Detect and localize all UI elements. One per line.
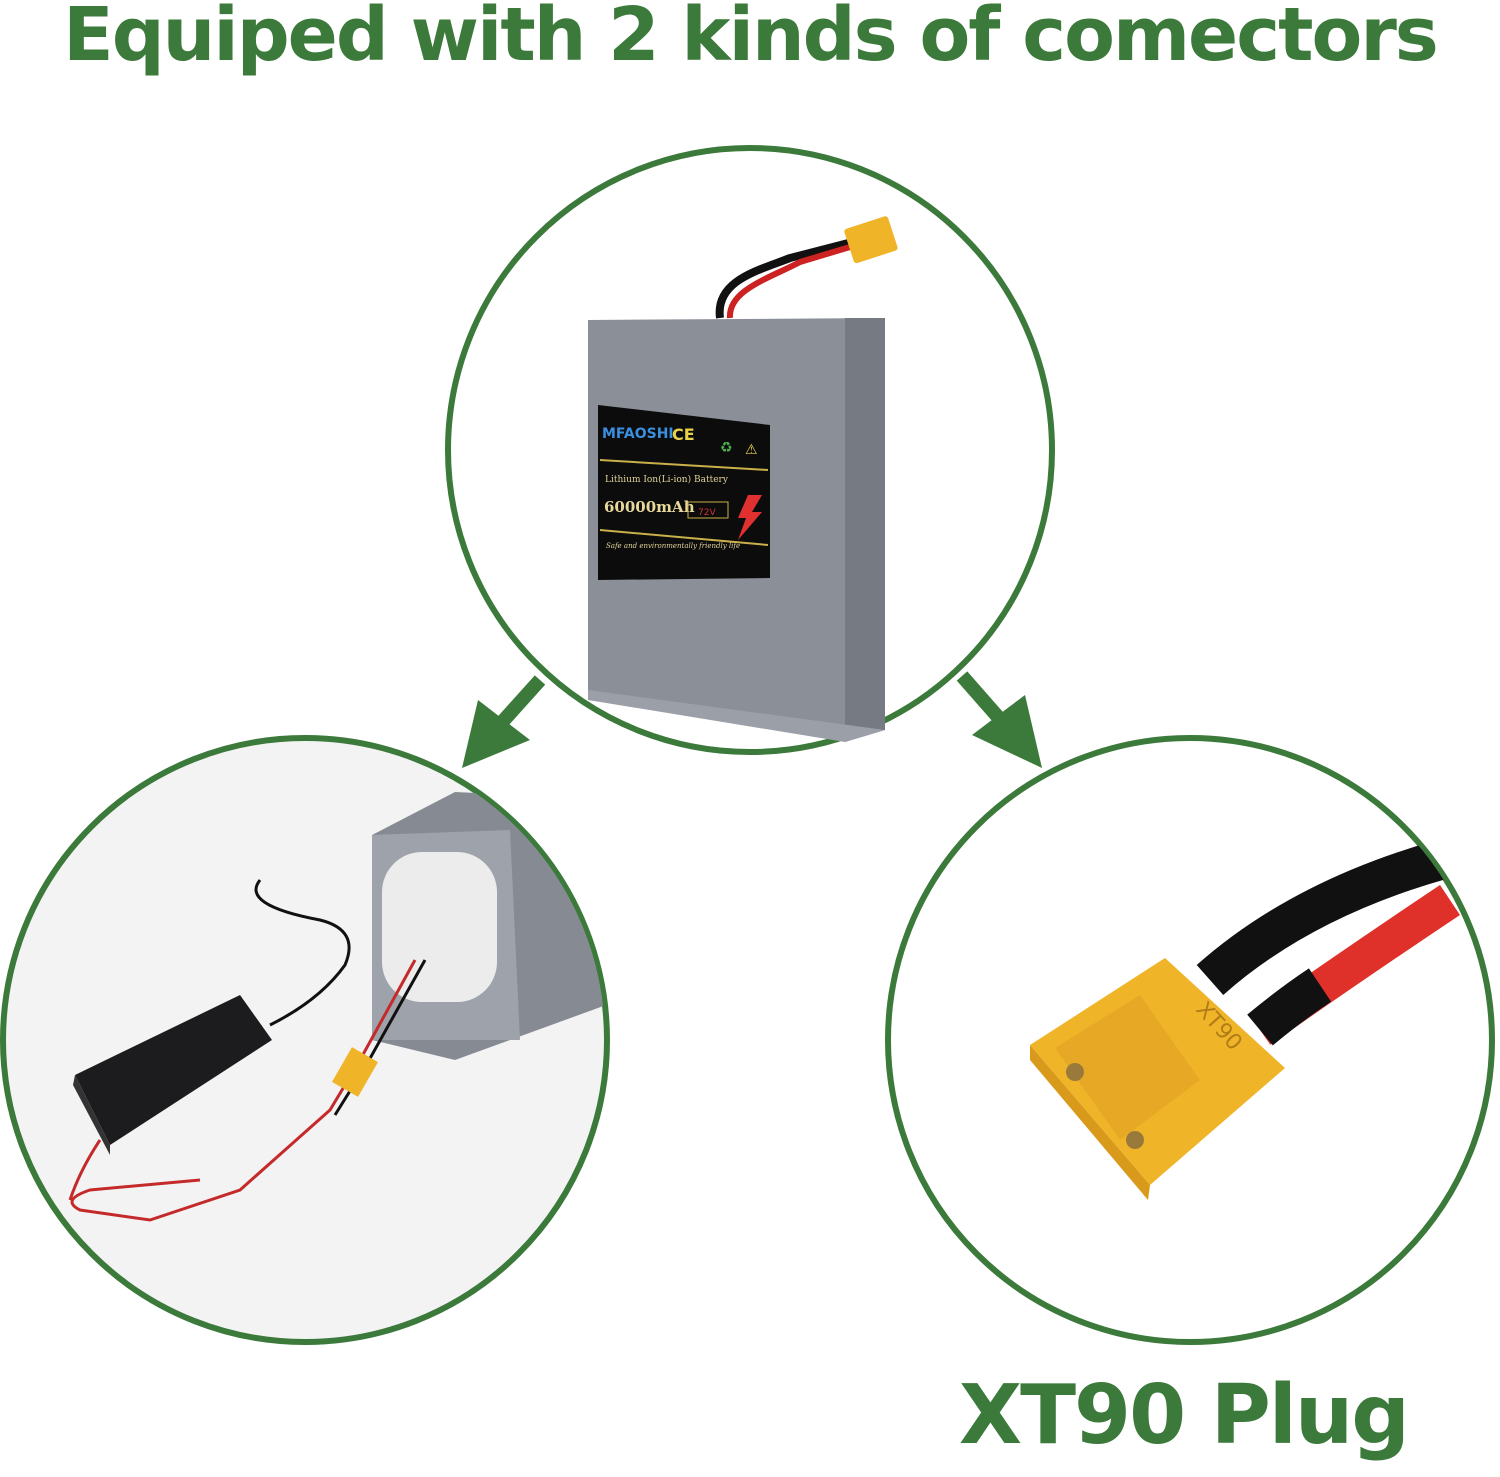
headline: Equiped with 2 kinds of comectors (63, 0, 1439, 78)
battery-brand: MFAOSHI (602, 426, 674, 442)
svg-text:Lithium Ion(Li-ion) Battery: Lithium Ion(Li-ion) Battery (605, 474, 729, 485)
lightning-icon (738, 495, 762, 540)
warning-icon: ⚠ (745, 442, 758, 458)
connector-caption: XT90 Plug (958, 1368, 1410, 1463)
arrow-right-icon (956, 671, 1042, 768)
recycle-icon: ♻ (720, 440, 733, 456)
xt90-circle: XT90 (885, 735, 1495, 1345)
battery-circle: MFAOSHI CE ♻ ⚠ Lithium Ion(Li-ion) Batte… (445, 145, 1055, 755)
svg-text:Safe and environmentally frien: Safe and environmentally friendly life (606, 542, 740, 550)
svg-text:60000mAh: 60000mAh (604, 498, 695, 516)
svg-text:CE: CE (672, 425, 695, 444)
svg-text:72V: 72V (698, 508, 716, 518)
arrow-left-icon (462, 675, 546, 768)
charger-circle (0, 735, 610, 1345)
